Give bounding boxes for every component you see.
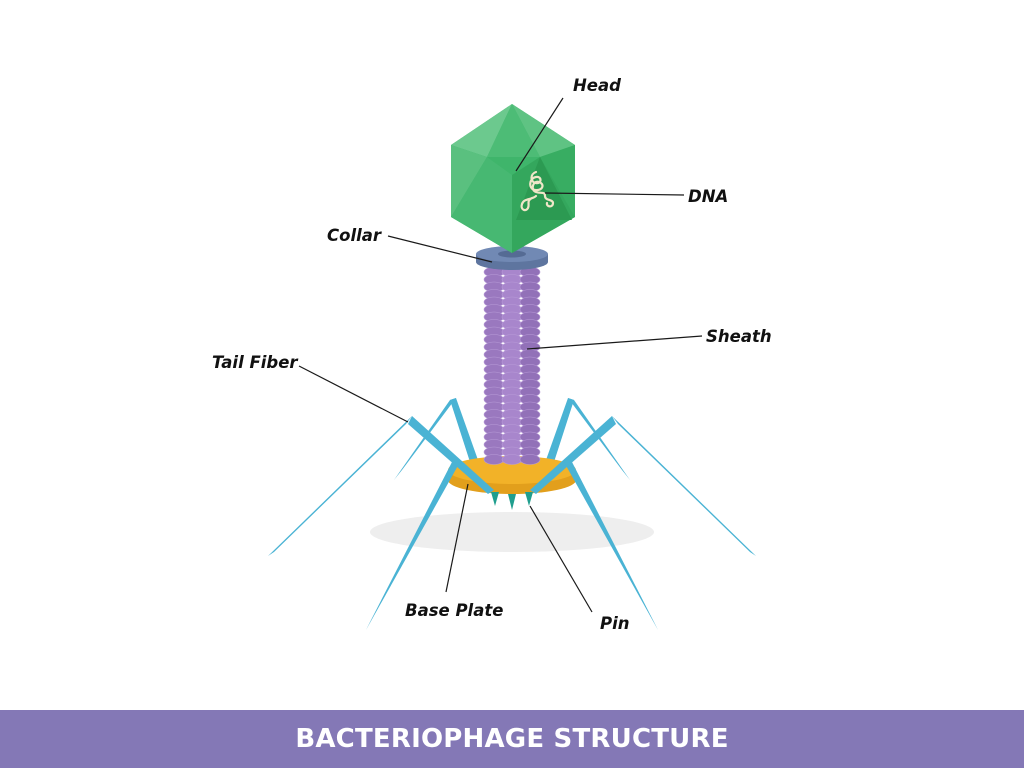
label-base-plate: Base Plate bbox=[405, 601, 503, 620]
sheath-ring bbox=[519, 454, 541, 465]
collar bbox=[476, 246, 548, 270]
label-pin: Pin bbox=[600, 614, 630, 633]
label-sheath: Sheath bbox=[706, 327, 772, 346]
collar-leader bbox=[387, 235, 493, 263]
sheath-ring bbox=[483, 454, 505, 465]
dna-leader bbox=[544, 192, 685, 196]
sheath-ring bbox=[501, 454, 523, 465]
base-plate bbox=[448, 456, 576, 494]
tail-fiber-front bbox=[268, 416, 756, 630]
head-leader bbox=[515, 97, 564, 172]
tail-fiber-back bbox=[394, 398, 630, 480]
label-head: Head bbox=[573, 76, 621, 95]
dna-strand bbox=[520, 170, 555, 212]
base-plate-leader bbox=[445, 483, 469, 593]
label-collar: Collar bbox=[327, 226, 382, 245]
head-capsid bbox=[451, 104, 575, 253]
tail-fiber-leader bbox=[298, 365, 409, 423]
label-tail-fiber: Tail Fiber bbox=[212, 353, 298, 372]
sheath-leader bbox=[526, 335, 703, 350]
label-dna: DNA bbox=[688, 187, 728, 206]
sheath bbox=[483, 266, 541, 465]
ground-shadow bbox=[370, 512, 654, 552]
title-banner: BACTERIOPHAGE STRUCTURE bbox=[0, 710, 1024, 768]
pin-leader bbox=[529, 505, 593, 613]
diagram-title: BACTERIOPHAGE STRUCTURE bbox=[295, 724, 729, 754]
pins bbox=[491, 492, 533, 510]
